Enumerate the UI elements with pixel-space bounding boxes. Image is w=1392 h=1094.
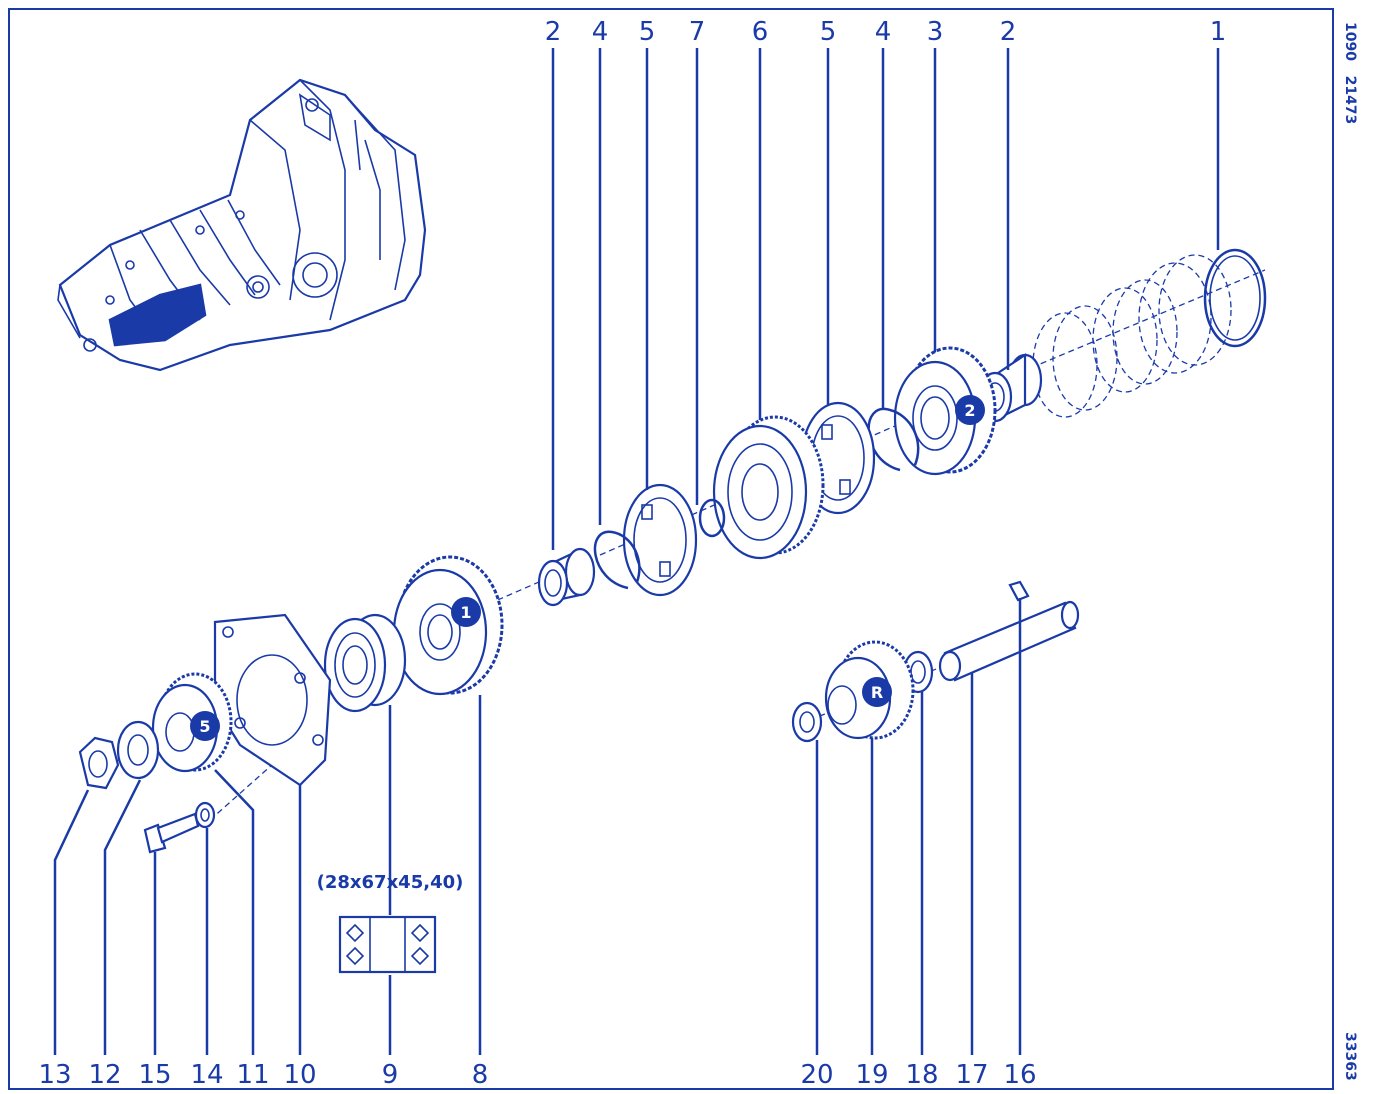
callout-bottom: 11 (236, 1060, 269, 1090)
part-10-retaining-plate (213, 613, 332, 787)
svg-text:R: R (871, 683, 883, 702)
part-4-circlip-right (867, 407, 920, 472)
gearbox-housing-illustration (57, 78, 427, 372)
callout-top: 5 (639, 17, 656, 47)
callout-top: 7 (689, 17, 706, 47)
part-16-roll-pin (1008, 580, 1030, 602)
part-13-nut (78, 736, 120, 790)
svg-text:5: 5 (199, 717, 210, 736)
bottom-callouts: 13 12 15 14 11 10 9 8 20 19 18 17 16 (38, 1060, 1036, 1090)
callout-bottom: 17 (955, 1060, 988, 1090)
badge-first-gear: 1 (451, 597, 481, 627)
callout-bottom: 8 (472, 1060, 489, 1090)
part-1-snap-ring (1203, 248, 1267, 348)
callout-top: 3 (927, 17, 944, 47)
badge-reverse-gear: R (862, 677, 892, 707)
part-9-ball-bearing (323, 613, 407, 713)
callout-top: 5 (820, 17, 837, 47)
callout-top: 4 (592, 17, 609, 47)
callout-bottom: 13 (38, 1060, 71, 1090)
part-14-washer (194, 801, 216, 829)
part-8-first-gear (392, 555, 504, 696)
side-code-bottom: 33363 (1342, 1032, 1358, 1081)
part-4-circlip-left (593, 530, 641, 590)
callout-bottom: 14 (190, 1060, 223, 1090)
callout-bottom: 15 (138, 1060, 171, 1090)
side-code-top: 1090 21473 (1342, 22, 1358, 124)
part-5-synchro-ring-left (622, 483, 698, 597)
part-12-washer (116, 720, 160, 780)
bottom-leader-lines (53, 598, 1022, 1055)
part-17-idler-shaft (938, 600, 1080, 682)
svg-text:1: 1 (460, 603, 471, 622)
callout-bottom: 16 (1003, 1060, 1036, 1090)
part-2-needle-bearing-left (537, 547, 596, 607)
bearing-spec-label: (28x67x45,40) (317, 872, 464, 893)
part-20-washer (791, 701, 823, 743)
callout-bottom: 19 (855, 1060, 888, 1090)
ghost-gear-cluster (1032, 254, 1232, 418)
part-6-synchro-sleeve (712, 415, 825, 560)
callout-top: 4 (875, 17, 892, 47)
callout-top: 6 (752, 17, 769, 47)
bearing-symbol (338, 915, 437, 974)
callout-top: 2 (1000, 17, 1017, 47)
part-15-bolt (143, 812, 200, 854)
callout-top: 2 (545, 17, 562, 47)
top-callouts: 2 4 5 7 6 5 4 3 2 1 (545, 17, 1227, 47)
callout-bottom: 9 (382, 1060, 399, 1090)
svg-text:2: 2 (964, 401, 975, 420)
callout-bottom: 12 (88, 1060, 121, 1090)
part-7-ring (698, 498, 726, 538)
top-leader-lines (551, 48, 1220, 550)
part-3-second-gear (893, 346, 997, 476)
callout-bottom: 10 (283, 1060, 316, 1090)
callout-bottom: 18 (905, 1060, 938, 1090)
badge-second-gear: 2 (955, 395, 985, 425)
drawing-frame (8, 8, 1334, 1090)
badge-fifth-gear: 5 (190, 711, 220, 741)
callout-bottom: 20 (800, 1060, 833, 1090)
callout-top: 1 (1210, 17, 1227, 47)
